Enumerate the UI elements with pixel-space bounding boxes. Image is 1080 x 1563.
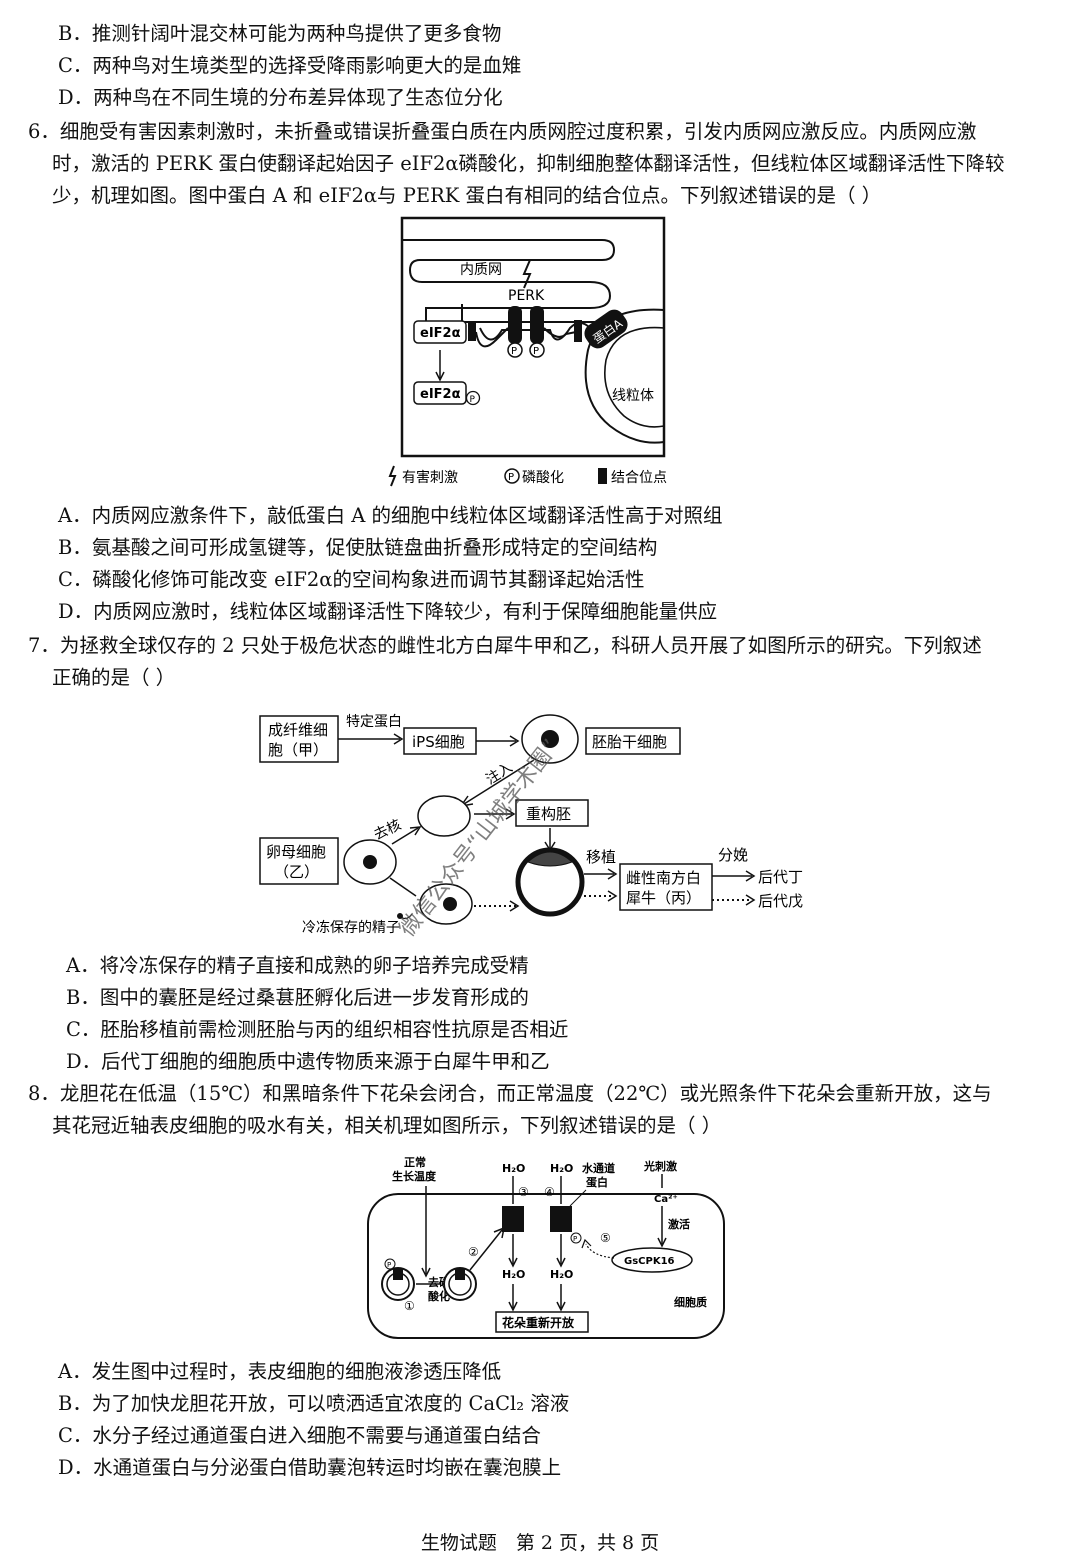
q8-option-d: D．水通道蛋白与分泌蛋白借助囊泡转运时均嵌在囊泡膜上 bbox=[58, 1456, 562, 1479]
kinase-label: GsCPK16 bbox=[624, 1256, 675, 1267]
southern-line2: 犀牛（丙） bbox=[626, 889, 701, 907]
er-label: 内质网 bbox=[460, 262, 502, 278]
q8-option-b: B．为了加快龙胆花开放，可以喷洒适宜浓度的 CaCl₂ 溶液 bbox=[58, 1392, 570, 1415]
legend-site: 结合位点 bbox=[611, 470, 667, 486]
oocyte-line1: 卵母细胞 bbox=[266, 843, 326, 861]
q6-option-a: A．内质网应激条件下，敲低蛋白 A 的细胞中线粒体区域翻译活性高于对照组 bbox=[58, 504, 723, 527]
water-channel-2 bbox=[550, 1206, 572, 1232]
perk-p-left: P bbox=[511, 346, 517, 357]
stimulus-icon bbox=[522, 259, 532, 289]
perk-protein-left bbox=[508, 306, 522, 344]
q7-stem-line1: 7．为拯救全球仅存的 2 只处于极危状态的雌性北方白犀牛甲和乙，科研人员开展了如… bbox=[28, 634, 982, 657]
q5-option-c: C．两种鸟对生境类型的选择受降雨影响更大的是血雉 bbox=[58, 54, 522, 77]
esc-box bbox=[585, 727, 681, 755]
mito-label: 线粒体 bbox=[612, 388, 654, 404]
step-5-label: ⑤ bbox=[600, 1231, 611, 1245]
ca-label: Ca²⁺ bbox=[654, 1194, 678, 1205]
southern-line1: 雌性南方白 bbox=[626, 869, 701, 887]
q8-option-a: A．发生图中过程时，表皮细胞的细胞液渗透压降低 bbox=[58, 1360, 502, 1383]
q8-stem-line1: 8．龙胆花在低温（15℃）和黑暗条件下花朵会闭合，而正常温度（22℃）或光照条件… bbox=[28, 1082, 992, 1105]
offspring-e-label: 后代戊 bbox=[758, 892, 803, 910]
q8-figure: 正常 生长温度 去磷 酸化 P ① ② H₂O H₂O ③ ④ H₂O H₂O … bbox=[367, 1155, 725, 1339]
step-4-label: ④ bbox=[544, 1185, 555, 1199]
legend-stimulus-icon bbox=[388, 465, 397, 487]
vesicle-p-symbol: P bbox=[387, 1261, 391, 1269]
eif2a-box bbox=[413, 320, 467, 344]
q6-stem-line2: 时，激活的 PERK 蛋白使翻译起始因子 eIF2α磷酸化，抑制细胞整体翻译活性… bbox=[52, 152, 1005, 175]
legend-stimulus: 有害刺激 bbox=[402, 469, 458, 486]
cytoplasm-label: 细胞质 bbox=[674, 1295, 707, 1309]
page-footer: 生物试题 第 2 页，共 8 页 bbox=[420, 1532, 660, 1554]
protein-a bbox=[584, 309, 628, 349]
fibro-line2: 胞（甲） bbox=[268, 741, 328, 759]
q7-stem-line2: 正确的是（ ） bbox=[52, 666, 176, 689]
q7-option-c: C．胚胎移植前需检测胚胎与丙的组织相容性抗原是否相近 bbox=[66, 1018, 569, 1041]
step-2-label: ② bbox=[468, 1245, 479, 1259]
eif2a-p-symbol: P bbox=[470, 395, 476, 405]
perk-label: PERK bbox=[508, 288, 545, 304]
cell-membrane bbox=[367, 1193, 725, 1339]
legend-phos: 磷酸化 bbox=[522, 470, 564, 486]
h2o-in-2: H₂O bbox=[550, 1268, 573, 1281]
q6-option-b: B．氨基酸之间可形成氢键等，促使肽链盘曲折叠形成特定的空间结构 bbox=[58, 536, 658, 559]
offspring-d-label: 后代丁 bbox=[758, 868, 803, 886]
h2o-in-1: H₂O bbox=[502, 1268, 525, 1281]
transplant-label: 移植 bbox=[586, 848, 616, 866]
q6-stem-line1: 6．细胞受有害因素刺激时，未折叠或错误折叠蛋白质在内质网腔过度积累，引发内质网应… bbox=[28, 120, 977, 143]
q8-stem-line2: 其花冠近轴表皮细胞的吸水有关，相关机理如图所示，下列叙述错误的是（ ） bbox=[52, 1114, 722, 1137]
light-stimulus-label: 光刺激 bbox=[643, 1159, 677, 1173]
normal-temp-line2: 生长温度 bbox=[392, 1169, 437, 1183]
perk-protein-right bbox=[530, 306, 544, 344]
q7-option-d: D．后代丁细胞的细胞质中遗传物质来源于白犀牛甲和乙 bbox=[66, 1050, 550, 1073]
water-channel-line1: 水通道 bbox=[582, 1161, 615, 1175]
q5-option-d: D．两种鸟在不同生境的分布差异体现了生态位分化 bbox=[58, 86, 503, 109]
q6-stem-line3: 少，机理如图。图中蛋白 A 和 eIF2α与 PERK 蛋白有相同的结合位点。下… bbox=[52, 184, 882, 207]
reconstructed-label: 重构胚 bbox=[526, 805, 571, 823]
oocyte-line2: （乙） bbox=[274, 863, 319, 881]
reconstructed-box bbox=[515, 799, 589, 827]
q6-figure: 内质网 PERK P P eIF2α eIF2α P 蛋白A 线粒体 有害刺激 … bbox=[388, 216, 667, 487]
h2o-top-1: H₂O bbox=[502, 1162, 525, 1175]
ips-box bbox=[403, 727, 477, 755]
specific-protein-label: 特定蛋白 bbox=[346, 714, 402, 730]
birth-label: 分娩 bbox=[718, 846, 748, 864]
eif2a-p-label: eIF2α bbox=[420, 387, 461, 402]
legend-site-icon bbox=[598, 468, 607, 484]
southern-rhino-box bbox=[619, 863, 713, 911]
fibro-line1: 成纤维细 bbox=[268, 721, 328, 739]
blastocyst bbox=[515, 847, 585, 917]
water-channel-1 bbox=[502, 1206, 524, 1232]
frozen-sperm-label: 冷冻保存的精子 bbox=[302, 919, 400, 936]
q6-option-d: D．内质网应激时，线粒体区域翻译活性下降较少，有利于保障细胞能量供应 bbox=[58, 600, 718, 623]
reopen-label: 花朵重新开放 bbox=[502, 1315, 575, 1330]
q7-option-a: A．将冷冻保存的精子直接和成熟的卵子培养完成受精 bbox=[66, 954, 529, 977]
reopen-box bbox=[495, 1311, 589, 1333]
legend-p-symbol: P bbox=[508, 472, 514, 483]
q7-figure: 成纤维细 胞（甲） 特定蛋白 iPS细胞 胚胎干细胞 注入 重构胚 去核 卵母细… bbox=[259, 714, 803, 942]
esc-label: 胚胎干细胞 bbox=[592, 733, 667, 751]
enucleated-egg bbox=[417, 795, 471, 837]
normal-temp-line1: 正常 bbox=[404, 1155, 426, 1169]
h2o-top-2: H₂O bbox=[550, 1162, 573, 1175]
eif2a-label: eIF2α bbox=[420, 326, 461, 341]
q6-option-c: C．磷酸化修饰可能改变 eIF2α的空间构象进而调节其翻译起始活性 bbox=[58, 568, 645, 591]
oocyte-box bbox=[259, 837, 339, 885]
dephos-line2: 酸化 bbox=[428, 1289, 450, 1303]
q5-option-b: B．推测针阔叶混交林可能为两种鸟提供了更多食物 bbox=[58, 22, 502, 45]
channel-p-symbol: P bbox=[573, 1235, 577, 1243]
step-3-label: ③ bbox=[518, 1185, 529, 1199]
activate-label: 激活 bbox=[668, 1217, 690, 1231]
protein-a-binding-site bbox=[574, 320, 582, 342]
ips-label: iPS细胞 bbox=[412, 733, 465, 751]
eif2a-binding-site bbox=[468, 323, 476, 341]
water-channel-line2: 蛋白 bbox=[586, 1175, 608, 1189]
q7-option-b: B．图中的囊胚是经过桑葚胚孵化后进一步发育形成的 bbox=[66, 986, 529, 1009]
eif2a-p-box bbox=[413, 381, 467, 405]
kinase-ellipse bbox=[611, 1247, 693, 1273]
perk-p-right: P bbox=[533, 346, 539, 357]
step-1-label: ① bbox=[404, 1299, 415, 1313]
q8-option-c: C．水分子经过通道蛋白进入细胞不需要与通道蛋白结合 bbox=[58, 1424, 541, 1447]
